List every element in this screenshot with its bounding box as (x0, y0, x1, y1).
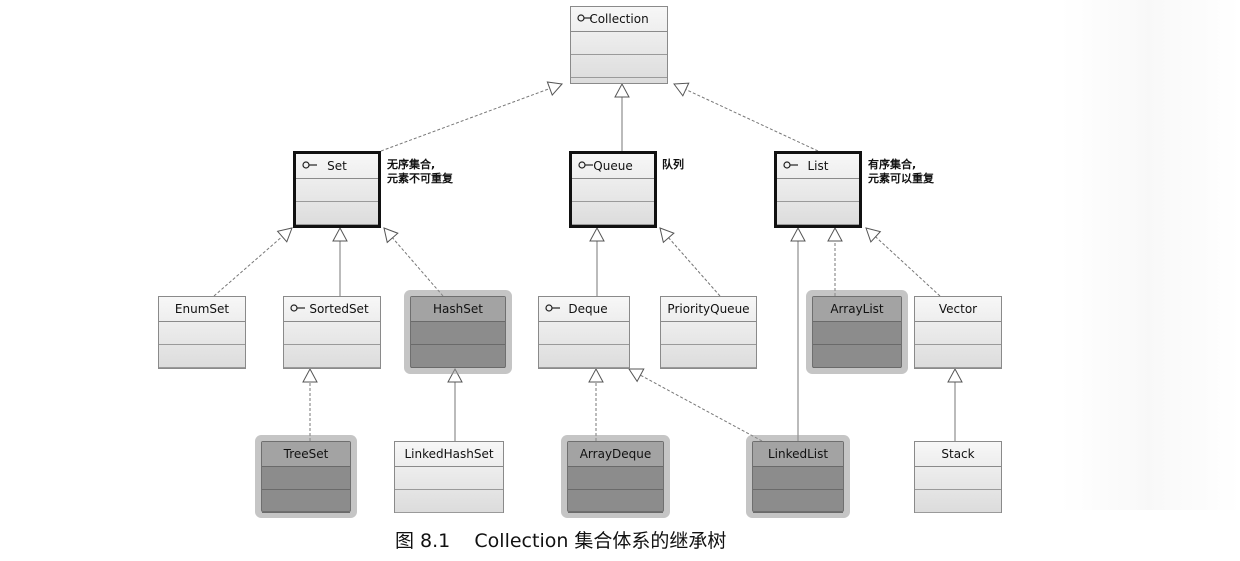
edge-priorityqueue-queue-arrowhead (659, 227, 675, 244)
edge-enumset-set-arrowhead (276, 227, 293, 243)
class-box-linkedhashset: LinkedHashSet (394, 441, 504, 513)
compartment (915, 345, 1001, 368)
class-box-list: List (774, 151, 862, 228)
compartment (395, 490, 503, 513)
compartment (395, 467, 503, 490)
class-box-arraylist: ArrayList (812, 296, 902, 368)
class-name-linkedhashset: LinkedHashSet (404, 447, 494, 461)
compartment (813, 345, 901, 368)
edge-linkedlist-list-arrowhead (790, 226, 806, 242)
compartment (813, 322, 901, 345)
compartment (159, 322, 245, 345)
class-name-enumset: EnumSet (174, 302, 230, 316)
compartment (568, 490, 663, 513)
edge-deque-queue-arrowhead (589, 226, 605, 242)
class-box-collection: Collection (570, 6, 668, 84)
compartment (284, 345, 380, 368)
compartment (284, 322, 380, 345)
compartment (661, 345, 756, 368)
interface-icon (783, 161, 798, 169)
edge-hashset-set-arrowhead (383, 227, 399, 244)
class-name-set: Set (327, 159, 347, 173)
class-box-linkedlist: LinkedList (752, 441, 844, 513)
compartment (262, 467, 350, 490)
compartment (159, 345, 245, 368)
edge-arraydeque-deque-arrowhead (588, 367, 604, 383)
edge-arraylist-list-arrowhead (827, 226, 843, 242)
edge-treeset-sortedset-arrowhead (302, 367, 318, 383)
interface-icon (577, 14, 592, 22)
edge-list-collection-line (685, 89, 819, 152)
class-name-treeset: TreeSet (283, 447, 329, 461)
class-name-sortedset: SortedSet (309, 302, 369, 316)
class-box-stack: Stack (914, 441, 1002, 513)
class-name-linkedlist: LinkedList (767, 447, 829, 461)
class-box-priorityqueue: PriorityQueue (660, 296, 757, 369)
class-box-treeset: TreeSet (261, 441, 351, 513)
compartment (411, 322, 505, 345)
compartment (411, 345, 505, 368)
edge-list-collection-arrowhead (673, 82, 690, 97)
compartment (572, 202, 654, 225)
note-list: 有序集合, 元素可以重复 (868, 158, 934, 185)
class-box-sortedset: SortedSet (283, 296, 381, 369)
edge-vector-list-line (875, 236, 941, 297)
compartment (571, 55, 667, 78)
class-name-deque: Deque (568, 302, 608, 316)
class-name-list: List (807, 159, 829, 173)
note-queue: 队列 (662, 158, 684, 171)
class-name-priorityqueue: PriorityQueue (667, 302, 750, 316)
class-box-arraydeque: ArrayDeque (567, 441, 664, 513)
compartment (568, 467, 663, 490)
edge-vector-list-arrowhead (865, 227, 882, 243)
edge-stack-vector-arrowhead (947, 367, 963, 383)
compartment (915, 467, 1001, 490)
class-name-arraylist: ArrayList (830, 302, 884, 316)
class-box-vector: Vector (914, 296, 1002, 369)
class-box-hashset: HashSet (410, 296, 506, 368)
class-name-vector: Vector (938, 302, 978, 316)
compartment (915, 322, 1001, 345)
class-box-set: Set (293, 151, 381, 228)
compartment (262, 490, 350, 513)
compartment (571, 32, 667, 55)
edge-sortedset-set-arrowhead (332, 226, 348, 242)
interface-icon (290, 304, 305, 312)
class-name-stack: Stack (941, 447, 975, 461)
compartment (539, 345, 629, 368)
class-box-enumset: EnumSet (158, 296, 246, 369)
edge-priorityqueue-queue-line (668, 237, 721, 297)
edge-linkedhashset-hashset-arrowhead (447, 367, 463, 383)
compartment (296, 202, 378, 225)
compartment (777, 179, 859, 202)
interface-icon (302, 161, 317, 169)
figure-caption: 图 8.1 Collection 集合体系的继承树 (395, 530, 727, 552)
class-name-arraydeque: ArrayDeque (579, 447, 652, 461)
compartment (539, 322, 629, 345)
class-name-hashset: HashSet (433, 302, 483, 316)
edge-linkedlist-deque-line (640, 374, 763, 442)
edge-set-collection-line (380, 88, 550, 152)
compartment (661, 322, 756, 345)
class-name-queue: Queue (593, 159, 633, 173)
compartment (296, 179, 378, 202)
edge-queue-collection-arrowhead (614, 82, 630, 98)
compartment (915, 490, 1001, 513)
class-name-collection: Collection (589, 12, 649, 26)
class-box-deque: Deque (538, 296, 630, 369)
edge-set-collection-arrowhead (546, 81, 563, 97)
note-set: 无序集合, 元素不可重复 (387, 158, 453, 185)
compartment (572, 179, 654, 202)
class-box-queue: Queue (569, 151, 657, 228)
compartment (777, 202, 859, 225)
edge-hashset-set-line (392, 237, 444, 297)
compartment (753, 467, 843, 490)
background-text-shadow (1060, 0, 1240, 510)
interface-icon (578, 161, 593, 169)
compartment (753, 490, 843, 513)
edge-linkedlist-deque-arrowhead (628, 368, 645, 383)
edge-enumset-set-line (213, 236, 283, 297)
interface-icon (545, 304, 560, 312)
